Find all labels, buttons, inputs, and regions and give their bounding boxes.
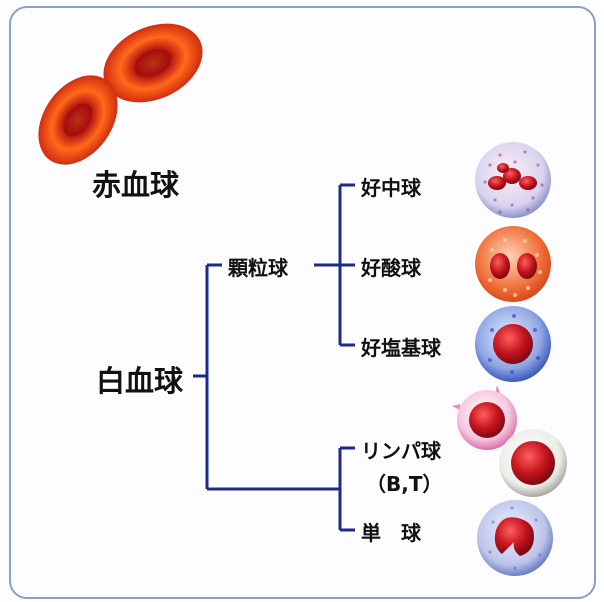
granulocyte-label: 顆粒球 bbox=[228, 256, 288, 280]
red-blood-cell-icon bbox=[38, 23, 203, 165]
lymphocyte-label: リンパ球 bbox=[361, 439, 441, 463]
white-blood-cell-label: 白血球 bbox=[96, 364, 184, 398]
monocyte-label: 単 球 bbox=[361, 521, 421, 545]
neutrophil-label: 好中球 bbox=[361, 176, 421, 200]
eosinophil-label: 好酸球 bbox=[361, 256, 421, 280]
monocyte-cell-icon bbox=[477, 500, 553, 576]
basophil-label: 好塩基球 bbox=[361, 336, 441, 360]
neutrophil-cell-icon bbox=[475, 142, 551, 218]
eosinophil-cell-icon bbox=[475, 226, 551, 302]
red-blood-cell-label: 赤血球 bbox=[92, 168, 180, 202]
lymphocyte-types-label: （B,T） bbox=[366, 472, 443, 496]
tree-lines bbox=[193, 183, 355, 532]
lymphocyte-cell-icon bbox=[452, 385, 567, 497]
basophil-cell-icon bbox=[475, 306, 551, 382]
